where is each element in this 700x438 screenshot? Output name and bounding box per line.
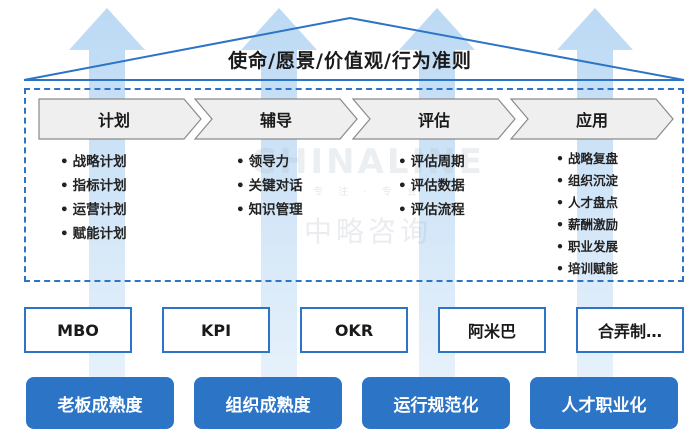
phase-evaluate: 评估 [352,98,516,140]
list-item: 薪酬激励 [556,214,618,236]
phase-apply-list: 战略复盘 组织沉淀 人才盘点 薪酬激励 职业发展 培训赋能 [556,148,618,280]
list-item: 赋能计划 [60,222,127,246]
phase-coach-label: 辅导 [259,111,292,130]
list-item: 培训赋能 [556,258,618,280]
list-item: 关键对话 [236,174,303,198]
list-item: 评估流程 [398,198,465,222]
list-item: 运营计划 [60,198,127,222]
chevron-shape [194,98,358,140]
list-item: 战略复盘 [556,148,618,170]
phase-evaluate-label: 评估 [417,111,450,130]
phase-apply: 应用 [510,98,674,140]
chevron-shape [352,98,516,140]
list-item: 领导力 [236,150,303,174]
tool-box-holacracy: 合弄制… [576,307,684,353]
chevron-shape [510,98,674,140]
phase-plan-list: 战略计划 指标计划 运营计划 赋能计划 [60,150,127,246]
roof-triangle [23,16,685,81]
phase-plan: 计划 [38,98,202,140]
maturity-talent: 人才职业化 [530,377,678,429]
maturity-boss: 老板成熟度 [26,377,174,429]
tool-box-kpi: KPI [162,307,270,353]
list-item: 职业发展 [556,236,618,258]
phase-coach: 辅导 [194,98,358,140]
maturity-organization: 组织成熟度 [194,377,342,429]
phase-frame [24,88,684,282]
roof-title: 使命/愿景/价值观/行为准则 [228,50,472,72]
list-item: 组织沉淀 [556,170,618,192]
chevron-shape [38,98,202,140]
tool-box-amoeba: 阿米巴 [438,307,546,353]
list-item: 评估数据 [398,174,465,198]
tool-box-okr: OKR [300,307,408,353]
phase-coach-list: 领导力 关键对话 知识管理 [236,150,303,222]
watermark-subtext: 专 注 · 专 业 [313,187,423,198]
list-item: 评估周期 [398,150,465,174]
tool-box-mbo: MBO [24,307,132,353]
list-item: 指标计划 [60,174,127,198]
maturity-operation: 运行规范化 [362,377,510,429]
list-item: 知识管理 [236,198,303,222]
phase-apply-label: 应用 [575,111,608,130]
phase-evaluate-list: 评估周期 评估数据 评估流程 [398,150,465,222]
list-item: 战略计划 [60,150,127,174]
phase-plan-label: 计划 [97,111,130,130]
list-item: 人才盘点 [556,192,618,214]
